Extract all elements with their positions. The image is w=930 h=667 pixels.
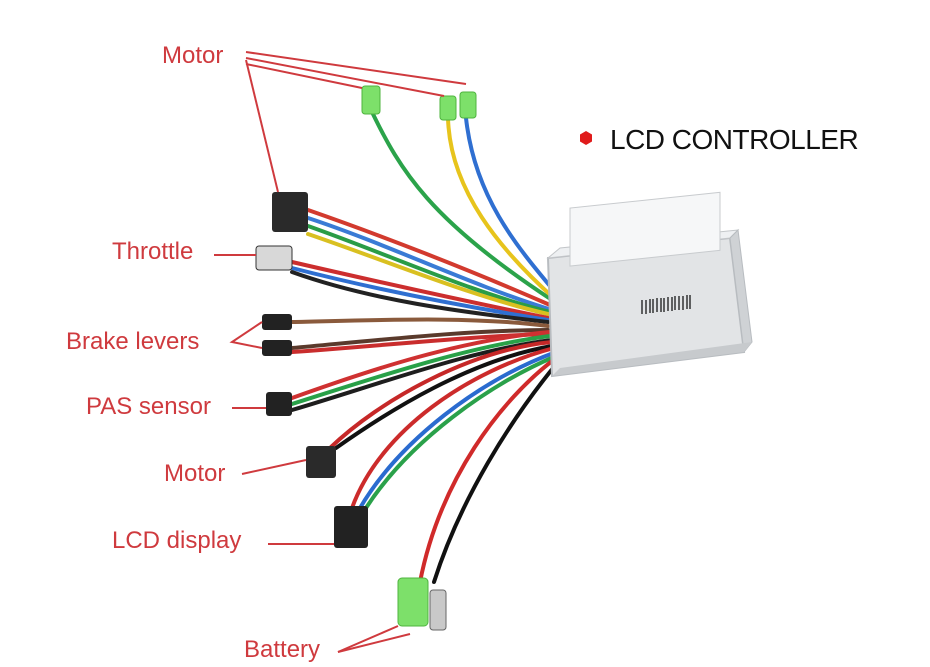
label-motor-top: Motor bbox=[162, 42, 224, 69]
wire-brake-1 bbox=[290, 317, 550, 328]
red-hexagon-bullet-icon bbox=[580, 131, 592, 145]
wires bbox=[290, 110, 562, 584]
brake-connector-2 bbox=[262, 340, 292, 356]
connectors bbox=[255, 85, 477, 631]
label-battery: Battery bbox=[244, 636, 321, 663]
leader-lines bbox=[214, 51, 467, 653]
phase-connector-blue bbox=[459, 91, 477, 119]
wire-hall-red bbox=[306, 208, 552, 307]
wire-blue-phase bbox=[464, 116, 562, 300]
label-lcd-display: LCD display bbox=[112, 527, 242, 554]
diagram-title: LCD CONTROLLER bbox=[610, 124, 859, 155]
wire-lcd-green bbox=[364, 354, 558, 510]
label-brake-levers: Brake levers bbox=[66, 328, 200, 355]
wire-pas-green bbox=[290, 334, 552, 406]
brake-connector-1 bbox=[262, 314, 292, 330]
label-throttle: Throttle bbox=[112, 238, 194, 265]
motor-connector bbox=[306, 446, 336, 478]
wire-throttle-black bbox=[290, 270, 550, 324]
wire-motor-red bbox=[328, 340, 554, 450]
wire-hall-blue bbox=[306, 216, 554, 312]
phase-connector-green bbox=[361, 85, 381, 115]
wire-motor-black bbox=[334, 344, 554, 450]
label-motor-bottom: Motor bbox=[164, 460, 226, 487]
label-pas-sensor: PAS sensor bbox=[86, 393, 211, 420]
wire-battery-black bbox=[432, 360, 560, 584]
wire-brake-2 bbox=[290, 328, 550, 350]
wire-throttle-red bbox=[290, 260, 550, 320]
battery-connector bbox=[397, 577, 447, 631]
controller-box bbox=[546, 191, 753, 378]
phase-connector-yellow bbox=[439, 95, 457, 121]
lcd-connector bbox=[334, 506, 368, 548]
barcode bbox=[641, 295, 691, 314]
wire-lcd-blue bbox=[358, 350, 558, 510]
wire-green-phase bbox=[370, 110, 554, 302]
wire-hall-green bbox=[306, 224, 552, 314]
wire-lcd-red bbox=[350, 346, 556, 510]
pas-connector bbox=[266, 392, 292, 416]
wire-yellow-phase bbox=[446, 116, 558, 302]
wire-throttle-blue bbox=[290, 266, 550, 322]
wire-hall-yellow bbox=[306, 232, 550, 316]
wire-pas-red bbox=[290, 330, 552, 400]
motor-hall-connector bbox=[272, 192, 308, 232]
throttle-connector bbox=[255, 245, 293, 271]
wire-battery-red bbox=[418, 356, 558, 584]
